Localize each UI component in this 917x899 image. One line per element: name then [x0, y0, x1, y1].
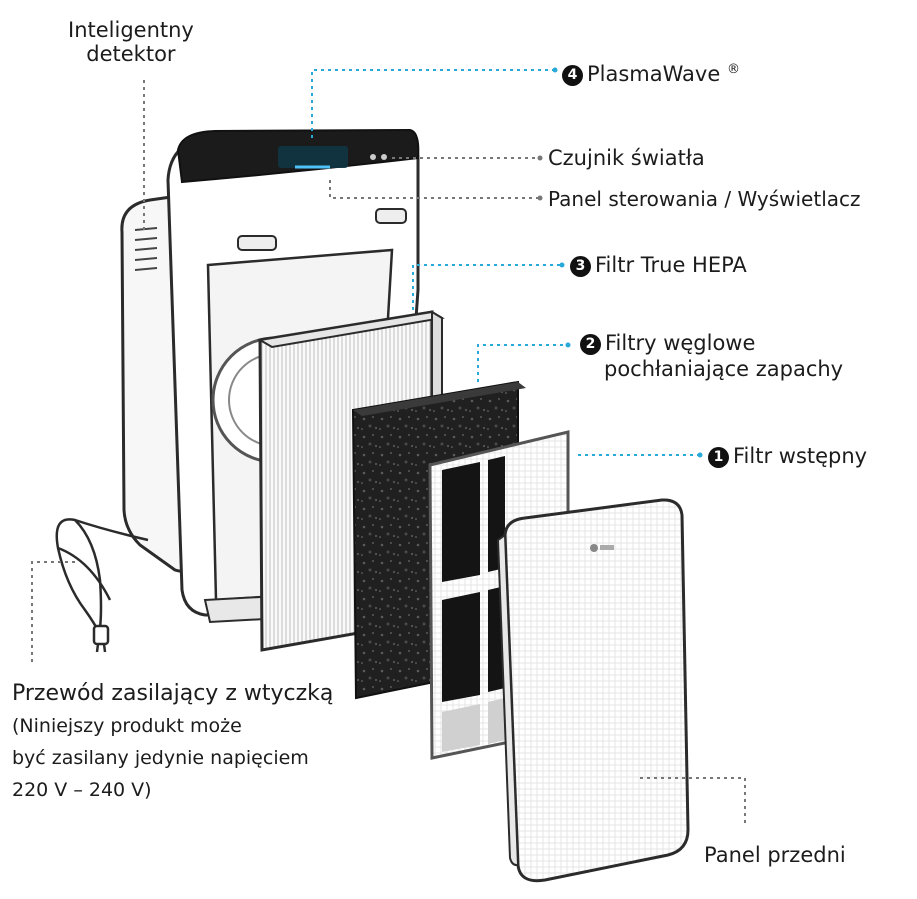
label-power-cord-title: Przewód zasilający z wtyczką [12, 681, 334, 706]
label-power-cord: Przewód zasilający z wtyczką (Niniejszy … [12, 678, 333, 806]
label-power-cord-note1: (Niniejszy produkt może [12, 715, 242, 737]
label-carbon-line1: Filtry węglowe [605, 331, 756, 355]
label-power-cord-note2: być zasilany jedynie napięciem [12, 747, 309, 769]
number-badge-3: 3 [570, 256, 591, 277]
leader-lines [31, 69, 746, 825]
leader-endpoints [537, 67, 703, 458]
number-badge-2: 2 [580, 334, 601, 355]
registered-mark: ® [726, 62, 740, 77]
front-panel [496, 498, 690, 883]
label-front-panel: Panel przedni [704, 843, 846, 867]
label-control-panel: Panel sterowania / Wyświetlacz [548, 187, 861, 211]
number-badge-1: 1 [708, 447, 729, 468]
power-cord [55, 518, 149, 653]
label-hepa-text: Filtr True HEPA [595, 253, 747, 277]
label-prefilter-text: Filtr wstępny [733, 444, 868, 468]
label-plasmawave-text: PlasmaWave [587, 62, 721, 86]
number-badge-4: 4 [562, 65, 583, 86]
label-power-cord-note3: 220 V – 240 V) [12, 779, 152, 801]
label-detector-line2: detektor [86, 42, 176, 66]
label-light-sensor: Czujnik światła [548, 146, 705, 170]
label-detector: Inteligentny detektor [68, 18, 194, 66]
label-carbon-line2: pochłaniające zapachy [604, 357, 844, 381]
label-detector-line1: Inteligentny [68, 18, 194, 42]
